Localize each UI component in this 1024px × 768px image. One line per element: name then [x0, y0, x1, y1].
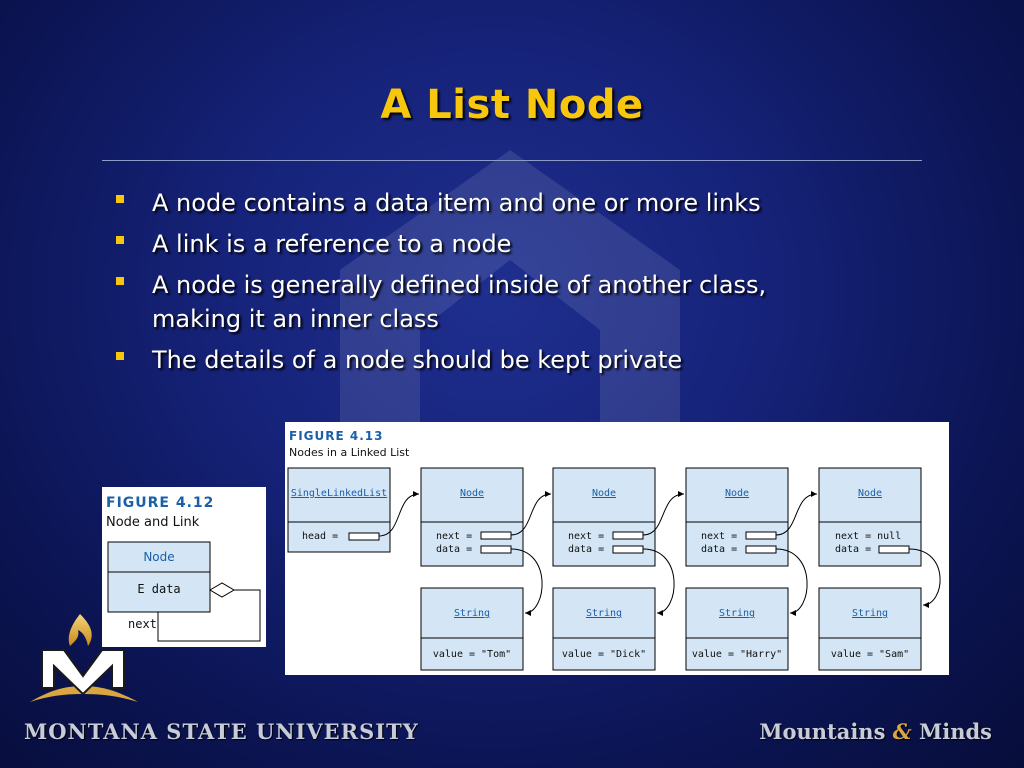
node-title: Node [857, 488, 883, 499]
bullet-item: A link is a reference to a node [112, 227, 932, 261]
figure-4-13: FIGURE 4.13 Nodes in a Linked List [285, 422, 949, 675]
head-label: head = [302, 531, 339, 542]
string-value: value = "Dick" [561, 649, 647, 660]
string-value: value = "Harry" [691, 649, 783, 660]
string-value: value = "Tom" [432, 649, 512, 660]
node-next: next = [701, 531, 738, 542]
node-link-diagram [107, 541, 261, 642]
bullet-marker-icon [116, 352, 124, 360]
bullet-marker-icon [116, 195, 124, 203]
title-divider [102, 160, 922, 161]
node-data: data = [568, 544, 605, 555]
node-title: Node [459, 488, 485, 499]
node-data: data = [835, 544, 872, 555]
node-title: Node [591, 488, 617, 499]
slide-title: A List Node [380, 82, 644, 128]
string-title: String [718, 608, 756, 619]
node-next: next = [436, 531, 473, 542]
watermark-graphic [340, 150, 680, 590]
node-data: data = [436, 544, 473, 555]
node-field: E data [137, 582, 181, 596]
figure-label: FIGURE 4.12 [106, 495, 215, 511]
bullet-list: A node contains a data item and one or m… [112, 186, 932, 384]
string-title: String [453, 608, 491, 619]
node-next: next = [568, 531, 605, 542]
link-label: next [128, 617, 157, 631]
string-title: String [585, 608, 623, 619]
figure-4-12: FIGURE 4.12 Node and Link Node E data ne… [102, 487, 266, 647]
linked-list-diagram [287, 467, 941, 671]
list-class-name: SingleLinkedList [290, 488, 388, 499]
bullet-marker-icon [116, 236, 124, 244]
node-next: next = null [835, 531, 902, 542]
node-data: data = [701, 544, 738, 555]
tagline-right: Minds [919, 719, 992, 744]
figure-label: FIGURE 4.13 [289, 429, 384, 443]
node-title: Node [724, 488, 750, 499]
string-value: value = "Sam" [830, 649, 910, 660]
node-class-name: Node [143, 550, 175, 564]
string-title: String [851, 608, 889, 619]
figure-caption: Nodes in a Linked List [289, 446, 410, 459]
university-name: MONTANA STATE UNIVERSITY [24, 719, 419, 744]
bullet-item: The details of a node should be kept pri… [112, 343, 932, 377]
tagline: Mountains & Minds [759, 719, 992, 744]
msu-logo-icon [30, 614, 138, 702]
bullet-marker-icon [116, 277, 124, 285]
figure-caption: Node and Link [106, 515, 200, 530]
tagline-ampersand: & [892, 719, 912, 744]
tagline-left: Mountains [759, 719, 886, 744]
bullet-item: A node is generally defined inside of an… [112, 268, 852, 336]
bullet-item: A node contains a data item and one or m… [112, 186, 932, 220]
